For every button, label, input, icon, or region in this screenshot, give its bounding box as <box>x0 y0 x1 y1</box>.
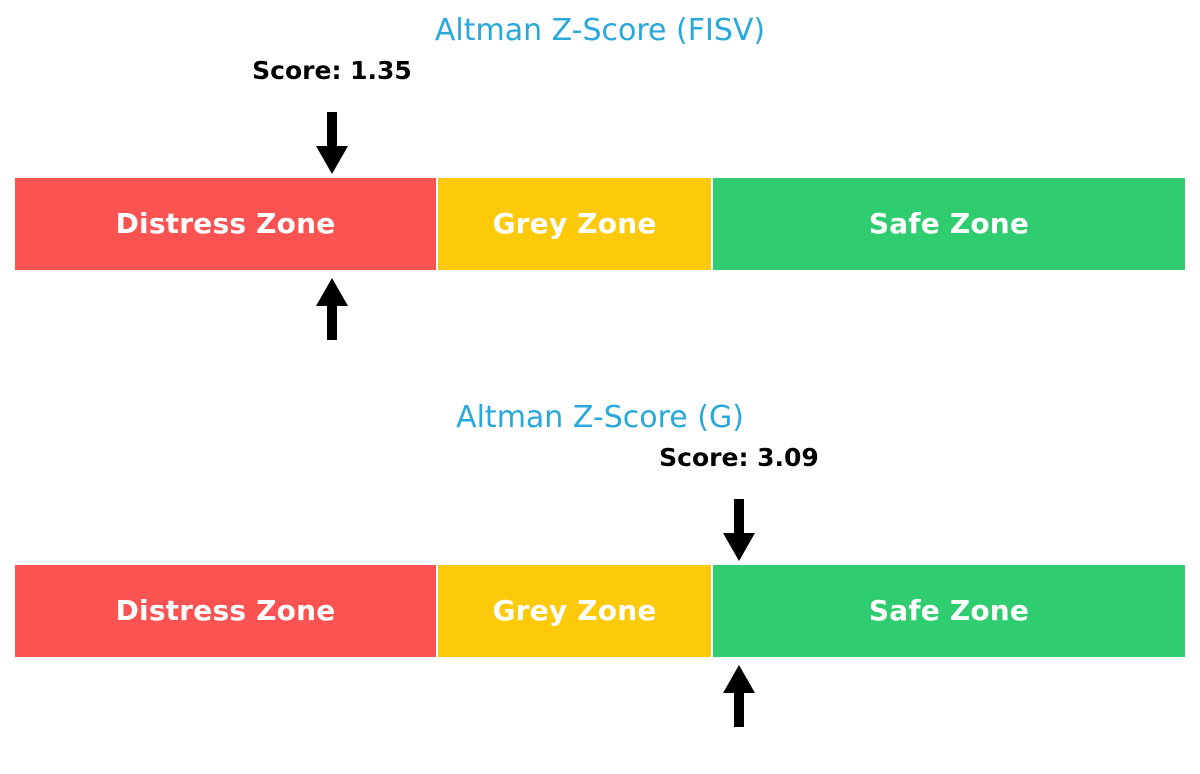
zone-bar-fisv: Distress Zone Grey Zone Safe Zone <box>15 178 1185 270</box>
zone-label-distress-g: Distress Zone <box>115 594 336 627</box>
zone-segment-distress-g: Distress Zone <box>15 565 438 657</box>
zone-label-safe-g: Safe Zone <box>868 594 1030 627</box>
down-arrow-icon-g <box>719 499 759 561</box>
down-arrow-icon-fisv <box>312 112 352 174</box>
chart-title-fisv: Altman Z-Score (FISV) <box>434 13 766 48</box>
zone-label-grey-fisv: Grey Zone <box>492 207 657 240</box>
up-arrow-icon-g <box>719 665 759 727</box>
zone-label-safe-fisv: Safe Zone <box>868 207 1030 240</box>
chart-title-g: Altman Z-Score (G) <box>456 400 744 435</box>
zone-segment-safe-g: Safe Zone <box>713 565 1185 657</box>
up-arrow-icon-fisv <box>312 278 352 340</box>
zone-label-distress-fisv: Distress Zone <box>115 207 336 240</box>
zone-label-grey-g: Grey Zone <box>492 594 657 627</box>
score-label-fisv: Score: 1.35 <box>252 56 412 85</box>
zone-segment-grey-g: Grey Zone <box>438 565 713 657</box>
altman-z-score-gauge-fisv: Altman Z-Score (FISV) Score: 1.35 Distre… <box>15 13 1185 340</box>
zone-bar-g: Distress Zone Grey Zone Safe Zone <box>15 565 1185 657</box>
zone-segment-distress-fisv: Distress Zone <box>15 178 438 270</box>
score-label-g: Score: 3.09 <box>659 443 819 472</box>
zone-segment-safe-fisv: Safe Zone <box>713 178 1185 270</box>
zone-segment-grey-fisv: Grey Zone <box>438 178 713 270</box>
altman-z-score-gauge-g: Altman Z-Score (G) Score: 3.09 Distress … <box>0 387 1200 774</box>
